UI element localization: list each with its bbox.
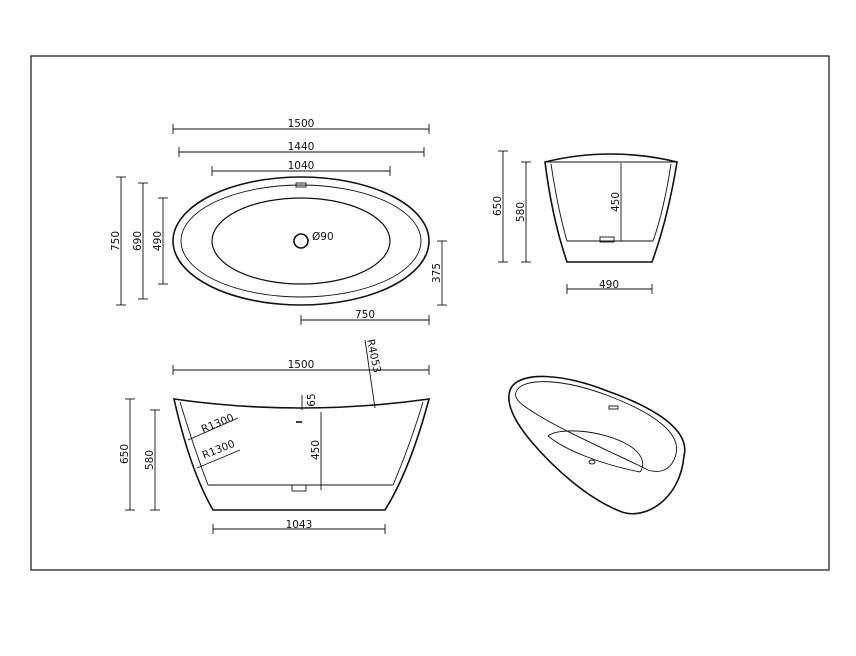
top-view: 1500 1440 1040 750 690 490 Ø90 375 [110,118,447,325]
side-overall-height: 650 [119,444,131,464]
perspective-view [508,375,686,515]
perspective-drain [588,459,596,465]
side-base-length: 1043 [286,519,313,531]
end-view: 450 650 580 490 [492,150,678,294]
top-half-length: 750 [355,309,375,321]
side-view: 1500 R4053 65 450 R1300 R1300 650 580 10… [119,338,431,534]
top-inner-width: 490 [152,231,164,251]
side-rim-dip: 65 [306,393,318,406]
end-inner-depth: 450 [610,192,622,212]
end-drain [599,236,615,243]
side-end-radius: R4053 [364,338,383,374]
side-upper-radius: R1300 [200,412,236,436]
drain-diameter-label: Ø90 [312,231,334,243]
end-rim-height: 580 [515,202,527,222]
perspective-overflow [608,405,619,410]
side-overall-length: 1500 [288,359,315,371]
overflow-slot [295,182,307,188]
top-outer-width: 690 [132,231,144,251]
side-view-outline [172,398,431,511]
end-view-outline [544,153,678,263]
end-overall-height: 650 [492,196,504,216]
top-overall-width: 750 [110,231,122,251]
end-base-width: 490 [599,279,619,291]
top-outer-rim [172,176,430,306]
side-inner-depth: 450 [310,440,322,460]
top-inner-rim [180,184,422,298]
drawing-frame [30,55,830,571]
drain-icon [293,233,309,249]
top-half-width: 375 [431,263,443,283]
side-drain [291,484,307,492]
top-inner-length: 1040 [288,160,315,172]
perspective-body [508,375,686,515]
top-overall-length: 1500 [288,118,315,130]
top-basin [211,197,391,285]
side-rim-height: 580 [144,450,156,470]
top-outer-length: 1440 [288,141,315,153]
side-lower-radius: R1300 [201,438,237,462]
